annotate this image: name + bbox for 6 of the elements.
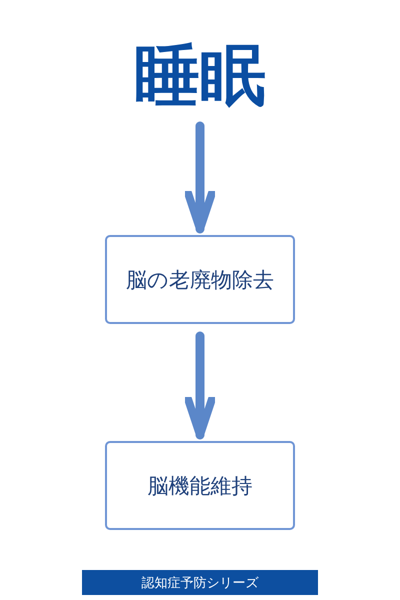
process-box: 脳機能維持 xyxy=(105,441,295,530)
footer-banner: 認知症予防シリーズ xyxy=(82,570,318,595)
arrow xyxy=(184,122,216,234)
process-box: 脳の老廃物除去 xyxy=(105,235,295,324)
arrow xyxy=(184,332,216,440)
title-text: 睡眠 xyxy=(134,43,266,109)
